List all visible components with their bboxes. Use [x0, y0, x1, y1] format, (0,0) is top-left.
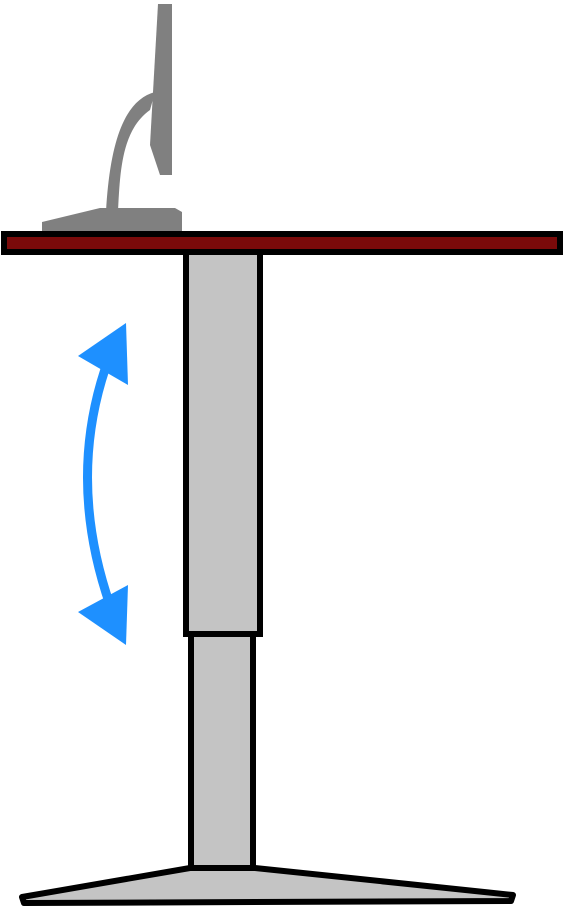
monitor-screen	[150, 4, 172, 175]
upper-column	[183, 247, 263, 637]
double-headed-curved-arrow-icon	[78, 323, 128, 645]
arrow-head-down	[78, 585, 128, 645]
arrow-shaft	[83, 350, 115, 610]
monitor-arm	[106, 92, 155, 212]
monitor-icon	[42, 4, 182, 233]
desktop	[1, 231, 563, 255]
arrow-head-up	[78, 323, 128, 385]
monitor-foot	[42, 208, 182, 233]
lower-column	[188, 629, 256, 875]
base	[19, 865, 516, 906]
